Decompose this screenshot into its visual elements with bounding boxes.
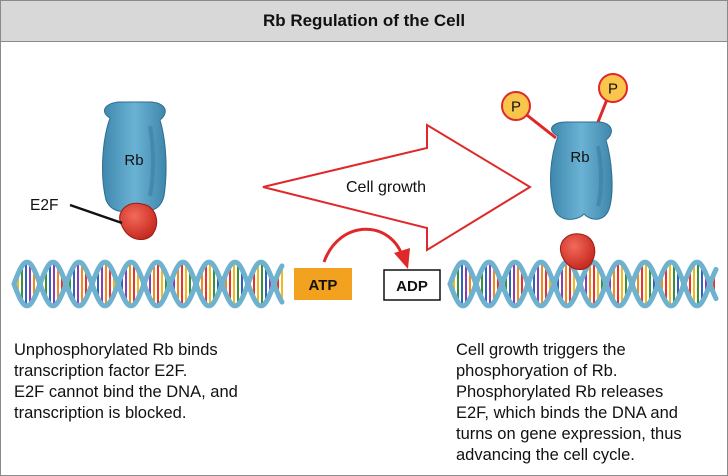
phosphate-left-label: P <box>511 99 521 116</box>
adp-label: ADP <box>396 278 428 295</box>
dna-left <box>11 259 285 309</box>
atp-box <box>294 268 352 300</box>
phosphate-right-label: P <box>608 81 618 98</box>
diagram-title: Rb Regulation of the Cell <box>1 1 727 42</box>
e2f-protein-left <box>119 202 158 240</box>
rb-protein-right <box>550 121 613 220</box>
e2f-protein-right <box>560 233 596 270</box>
caption-right-line: turns on gene expression, thus <box>456 425 682 443</box>
phosphate-right <box>598 73 628 103</box>
caption-left-line: transcription factor E2F. <box>14 362 188 380</box>
caption-left: Unphosphorylated Rb binds transcription … <box>14 340 344 424</box>
dna-backbone <box>447 259 719 309</box>
caption-right-line: E2F, which binds the DNA and <box>456 404 678 422</box>
adp-box <box>383 269 441 301</box>
caption-right-line: Phosphorylated Rb releases <box>456 383 664 401</box>
arrow-label: Cell growth <box>346 179 426 196</box>
caption-right: Cell growth triggers the phosphoryation … <box>456 340 724 466</box>
caption-right-line: Cell growth triggers the <box>456 341 626 359</box>
caption-right-line: advancing the cell cycle. <box>456 446 635 464</box>
rb-protein-left <box>102 101 167 212</box>
e2f-label: E2F <box>30 197 58 214</box>
phosphate-bond-left <box>522 110 557 140</box>
caption-right-line: phosphoryation of Rb. <box>456 362 618 380</box>
e2f-pointer-line <box>69 203 123 225</box>
caption-left-line: E2F cannot bind the DNA, and <box>14 383 238 401</box>
rb-label-left: Rb <box>124 152 143 169</box>
atp-adp-arrow <box>322 227 405 263</box>
dna-backbone <box>11 259 285 309</box>
rb-label-right: Rb <box>570 149 589 166</box>
atp-label: ATP <box>309 277 338 294</box>
dna-backbone <box>11 259 285 309</box>
atp-adp-arrowhead <box>394 248 410 269</box>
caption-left-line: Unphosphorylated Rb binds <box>14 341 218 359</box>
cell-growth-arrow <box>262 123 532 252</box>
phosphate-left <box>501 91 531 121</box>
caption-left-line: transcription is blocked. <box>14 404 187 422</box>
dna-backbone <box>447 259 719 309</box>
dna-right <box>447 259 719 309</box>
